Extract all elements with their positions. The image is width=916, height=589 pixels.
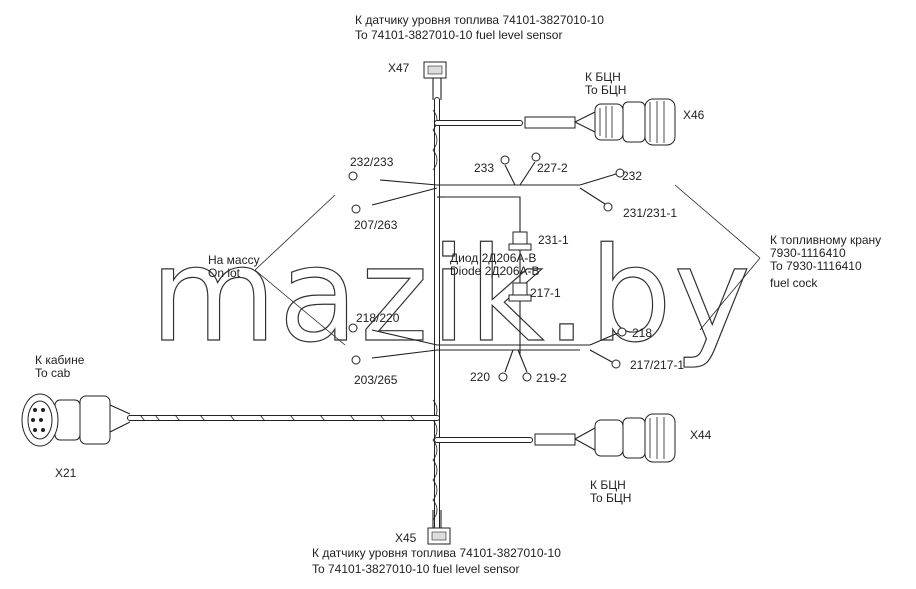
ground-label-en: On lot (208, 266, 241, 280)
cab-label-en: To cab (35, 366, 71, 380)
label-231-231-1: 231/231-1 (623, 206, 677, 220)
label-218: 218 (632, 326, 652, 340)
branch-upper (348, 152, 625, 230)
branch-lower (348, 323, 627, 382)
branch-x46 (434, 98, 676, 146)
connector-x47 (423, 61, 447, 100)
label-231-1: 231-1 (538, 233, 569, 247)
bcn-bottom-label-ru: К БЦН (590, 478, 626, 492)
x45-label: X45 (395, 531, 417, 545)
leader-lines (254, 184, 761, 346)
label-218-220: 218/220 (356, 311, 400, 325)
labels: К датчику уровня топлива 74101-3827010-1… (35, 13, 881, 576)
label-227-2: 227-2 (537, 161, 568, 175)
label-232: 232 (622, 169, 642, 183)
x47-label: X47 (388, 61, 410, 75)
ground-label-ru: На массу (208, 253, 260, 267)
x44-label: X44 (690, 428, 712, 442)
label-207-263: 207/263 (354, 218, 398, 232)
fuel-cock-label-ru: К топливному крану (770, 233, 881, 247)
top-sensor-label-ru: К датчику уровня топлива 74101-3827010-1… (355, 13, 604, 27)
label-232-233: 232/233 (350, 155, 394, 169)
branch-x44 (434, 413, 676, 463)
cab-label-ru: К кабине (35, 353, 85, 367)
label-217-217-1: 217/217-1 (630, 358, 684, 372)
x46-label: X46 (683, 108, 705, 122)
bcn-bottom-label-en: To БЦН (590, 491, 631, 505)
bcn-top-label-ru: К БЦН (585, 70, 621, 84)
diode-section (437, 196, 532, 355)
label-220: 220 (470, 370, 490, 384)
diode-label-en: Diode 2Д206А-В (450, 264, 540, 278)
bcn-top-label-en: To БЦН (585, 83, 626, 97)
bottom-sensor-label-ru: К датчику уровня топлива 74101-3827010-1… (312, 546, 561, 560)
diode-label-ru: Диод 2Д206А-В (450, 251, 536, 265)
label-217-1: 217-1 (530, 286, 561, 300)
label-233: 233 (474, 161, 494, 175)
label-219-2: 219-2 (536, 371, 567, 385)
connector-x45 (427, 510, 451, 545)
label-203-265: 203/265 (354, 373, 398, 387)
fuel-cock-label-num: 7930-1116410 (770, 246, 846, 260)
bottom-sensor-label-en: To 74101-3827010-10 fuel level sensor (312, 562, 519, 576)
fuel-cock-label-en2: fuel cock (770, 276, 818, 290)
watermark: mazik.by (150, 219, 753, 371)
fuel-cock-label-en: To 7930-1116410 (770, 259, 862, 273)
branch-x21 (21, 393, 440, 447)
x21-label: X21 (55, 466, 77, 480)
top-sensor-label-en: To 74101-3827010-10 fuel level sensor (355, 28, 562, 42)
